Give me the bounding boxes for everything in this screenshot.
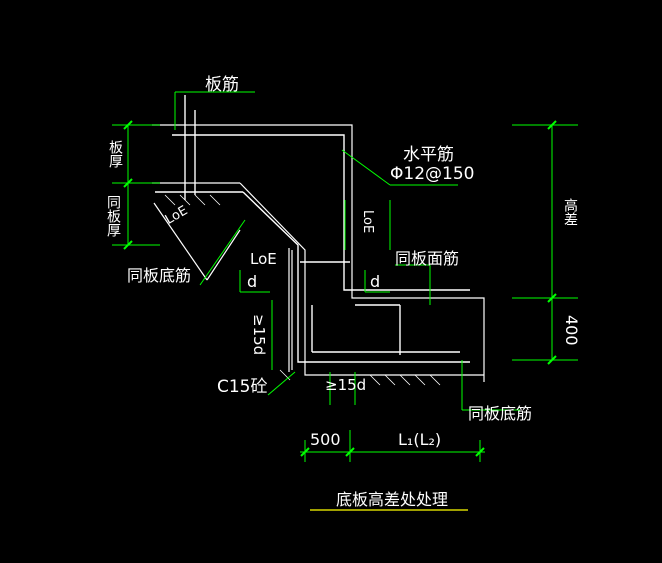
loe-label-right: LoE xyxy=(360,210,375,234)
same-slab-top-rebar-label: 同板面筋 xyxy=(395,249,460,268)
rebar-lines xyxy=(155,95,470,363)
drawing-title: 底板高差处处理 xyxy=(336,490,449,509)
same-slab-bottom-rebar-right-label: 同板底筋 xyxy=(468,404,533,423)
slab-thickness-label: 板厚 xyxy=(107,140,123,168)
same-slab-bottom-rebar-left-label: 同板底筋 xyxy=(127,266,192,285)
dimension-lines xyxy=(112,91,578,462)
dimension-ticks xyxy=(123,120,557,457)
concrete-label: C15砼 xyxy=(217,377,268,397)
horizontal-rebar-spec: Φ12@150 xyxy=(390,164,475,184)
min-15d-label-horizontal: ≥15d xyxy=(325,376,367,394)
dim-500-label: 500 xyxy=(310,430,341,449)
slab-rebar-label: 板筋 xyxy=(205,75,239,95)
d-label-left: d xyxy=(247,272,258,291)
same-slab-thickness-label: 同板厚 xyxy=(105,195,121,237)
min-15d-label-vertical: ≥15d xyxy=(250,314,268,356)
d-label-right: d xyxy=(370,272,381,291)
horizontal-rebar-label: 水平筋 xyxy=(403,145,454,165)
dim-l1l2-label: L₁(L₂) xyxy=(398,430,442,449)
loe-label-center: LoE xyxy=(250,250,277,268)
concrete-outline xyxy=(152,124,485,382)
height-diff-label: 高差 xyxy=(562,198,578,226)
dim-400-label: 400 xyxy=(562,315,581,346)
